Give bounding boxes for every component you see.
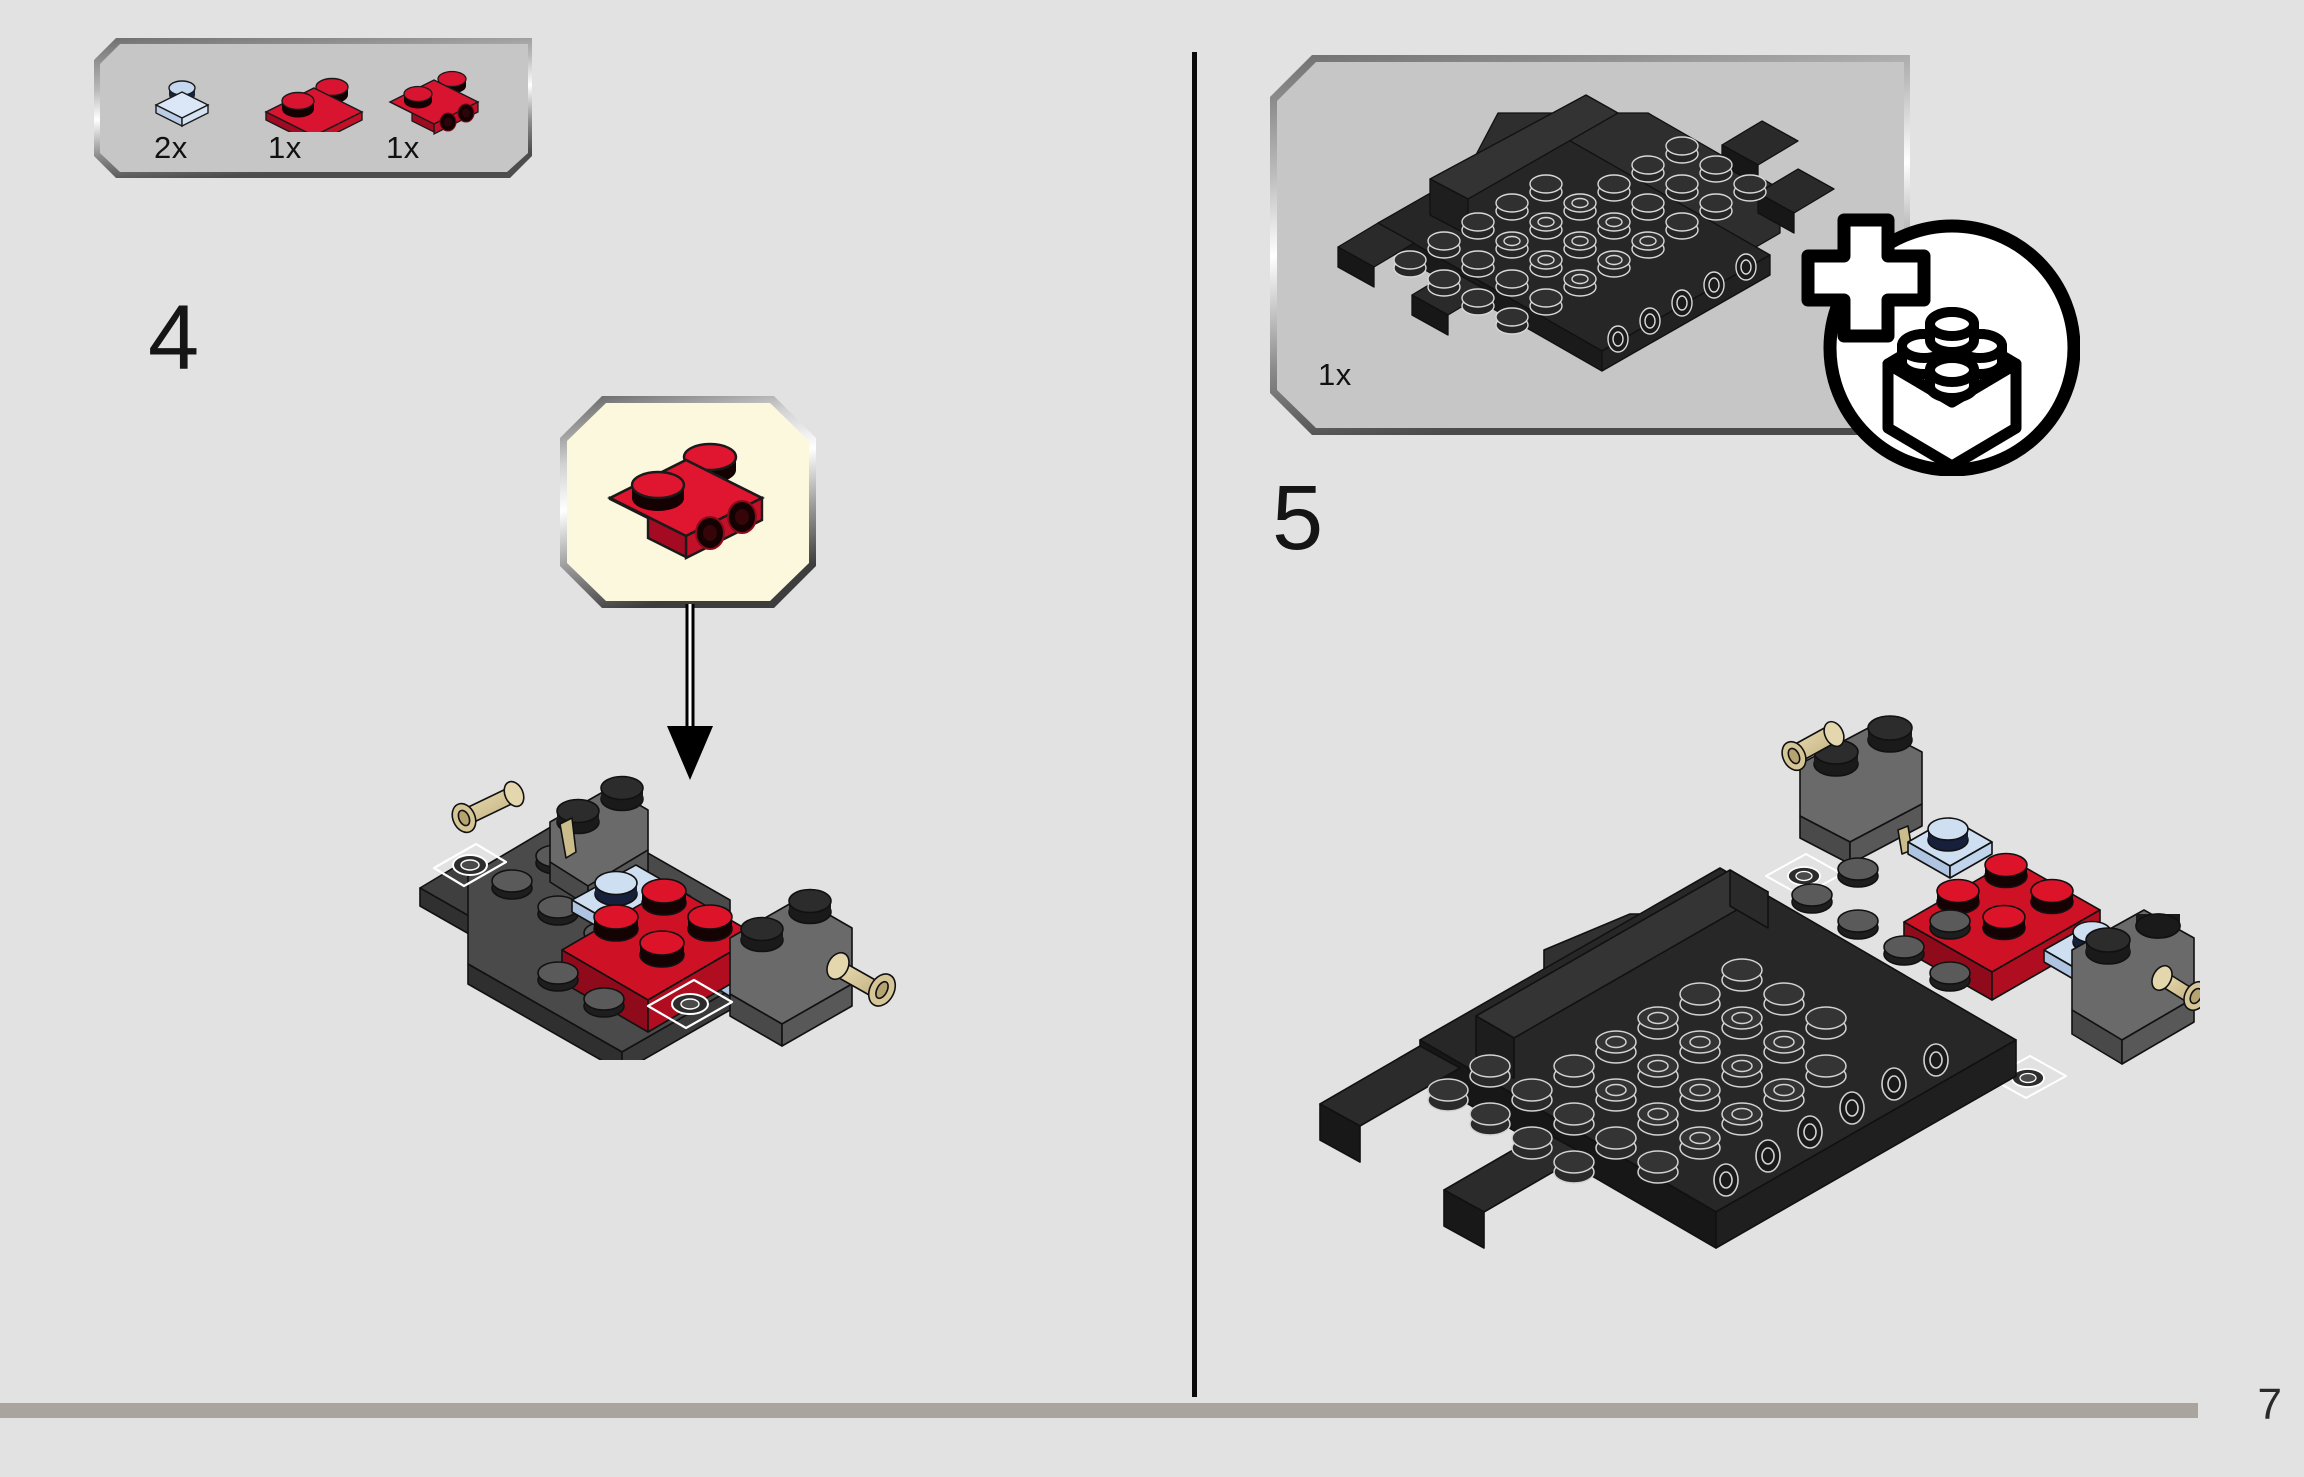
step-number-4: 4 (148, 287, 200, 389)
qty-chassis-plate-black-large: 1x (1318, 357, 1352, 392)
page-number: 7 (2257, 1380, 2282, 1429)
add-new-bricks-badge (1800, 196, 2081, 477)
part-plate-1x1-light-blue (146, 76, 218, 132)
model-chassis-assembly-step5 (1300, 700, 2200, 1300)
model-chassis-subassembly-step4 (400, 700, 920, 1060)
step-divider (1192, 52, 1197, 1397)
part-chassis-plate-black-large (1318, 83, 1858, 383)
step-number-5: 5 (1272, 467, 1324, 569)
footer-bar (0, 1403, 2198, 1418)
qty-plate-1x2-red: 1x (268, 130, 302, 165)
parts-box-step-5: 1x (1270, 55, 1910, 435)
part-plate-1x2-red (258, 70, 370, 146)
callout-part-bracket (600, 436, 780, 574)
qty-plate-1x1-light-blue: 2x (154, 130, 188, 165)
parts-box-step-4: 2x 1x (94, 38, 532, 178)
qty-bracket-1x2-1x2-red: 1x (386, 130, 420, 165)
callout-bracket-detail (560, 396, 816, 608)
part-bracket-1x2-1x2-red (382, 60, 492, 138)
plus-icon (1801, 213, 1931, 343)
assembly-arrow-down-step4 (660, 604, 720, 786)
